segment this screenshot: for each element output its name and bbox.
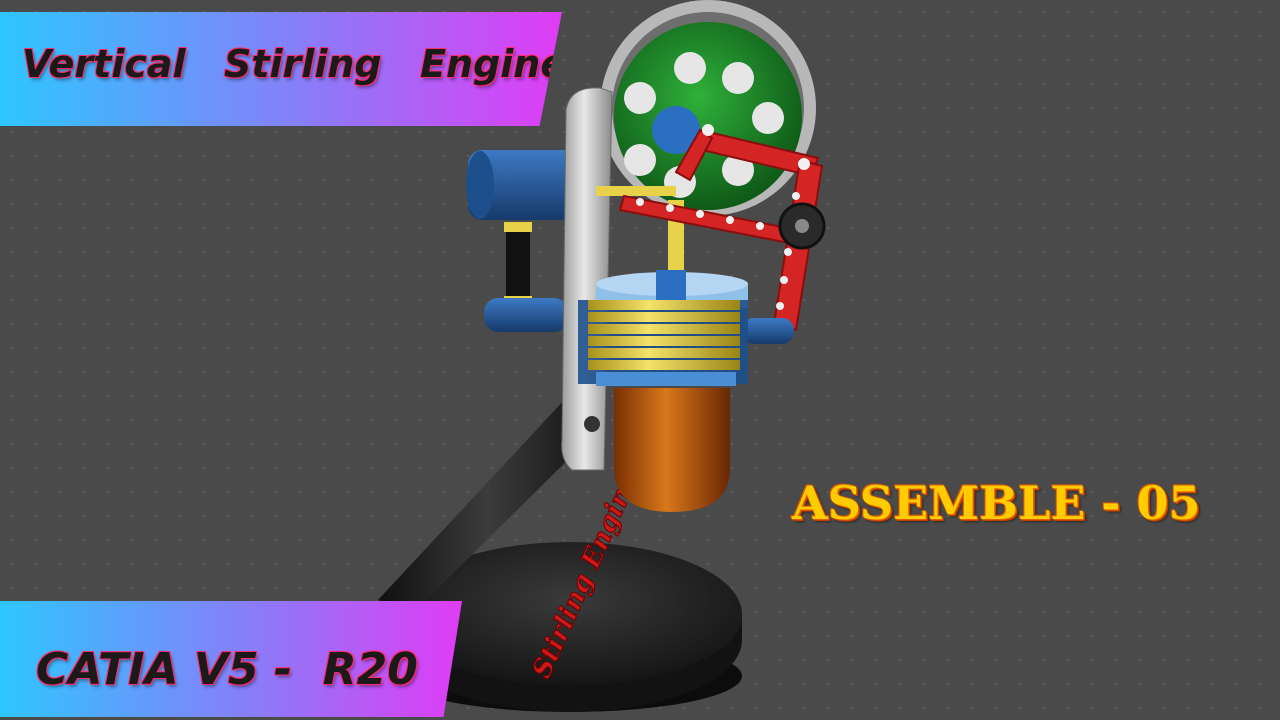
flywheel (600, 0, 816, 216)
stand-base (398, 542, 742, 712)
software-text: CATIA V5 - R20 (36, 643, 418, 695)
title-text: Vertical Stirling Engine (22, 42, 567, 86)
hot-cylinder (614, 388, 730, 512)
cooling-fins (588, 300, 740, 386)
cold-housing (466, 150, 578, 332)
stand-arm (378, 398, 598, 614)
title-banner: Vertical Stirling Engine (0, 12, 562, 126)
step-label: ASSEMBLE - 05 (792, 476, 1201, 530)
software-banner: CATIA V5 - R20 (0, 601, 462, 717)
